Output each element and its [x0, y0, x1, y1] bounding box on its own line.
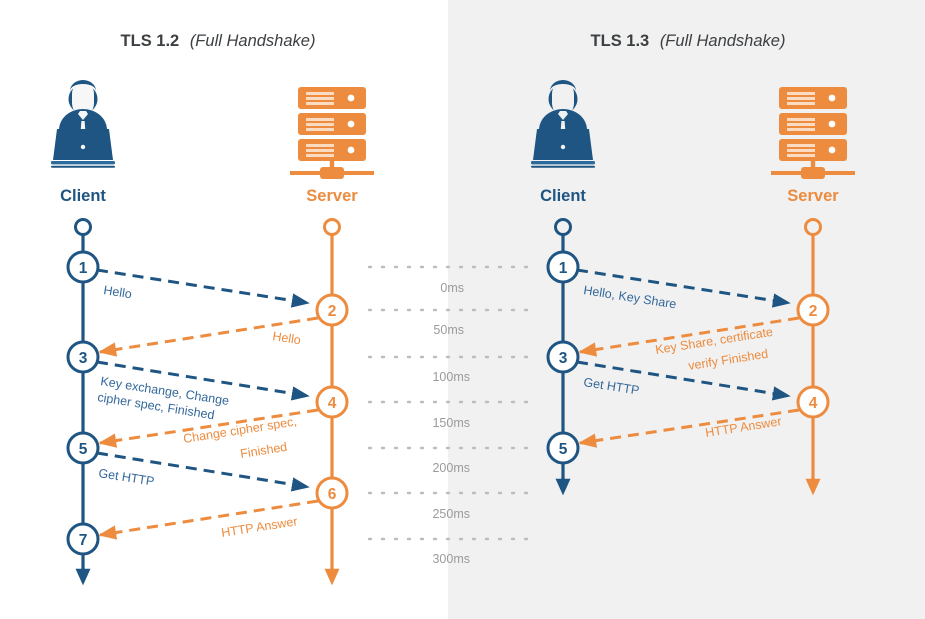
tls12-title-bold: TLS 1.2	[121, 32, 180, 50]
time-tick-0: 0ms	[440, 281, 464, 295]
time-tick-50: 50ms	[433, 323, 464, 337]
time-tick-200: 200ms	[432, 461, 470, 475]
tls13-step-label-1: 1	[559, 260, 568, 277]
tls12-message-http-answer: HTTP Answer	[98, 499, 319, 540]
tls13-step-node-1: 1	[546, 250, 580, 284]
tls12-server-icon	[290, 87, 374, 179]
tls12-label-hello-response: Hello	[272, 329, 302, 347]
tls12-step-node-6: 6	[315, 476, 349, 510]
time-tick-250: 250ms	[432, 507, 470, 521]
tls13-step-label-2: 2	[809, 303, 818, 320]
tls12-title-italic: (Full Handshake)	[190, 32, 316, 50]
tls12-client-lifeline	[74, 218, 92, 586]
tls13-panel-title: TLS 1.3 (Full Handshake)	[591, 32, 786, 50]
tls12-label-http-answer: HTTP Answer	[220, 514, 298, 540]
tls12-message-hello-response: Hello	[98, 316, 319, 357]
tls13-client-steps: 1 3 5	[546, 250, 580, 465]
tls13-server-label: Server	[787, 187, 839, 205]
tls13-step-node-5: 5	[546, 431, 580, 465]
tls12-step-label-3: 3	[79, 350, 88, 367]
tls13-client-label: Client	[540, 187, 586, 205]
time-axis: 0ms 50ms 100ms 150ms 200ms 250ms 300ms	[367, 265, 531, 566]
tls12-message-key-exchange: Key exchange, Change cipher spec, Finish…	[97, 360, 310, 422]
tls13-server-lifeline	[804, 218, 822, 496]
tls13-title-italic: (Full Handshake)	[660, 32, 786, 50]
tls13-step-label-3: 3	[559, 350, 568, 367]
tls12-label-get-http: Get HTTP	[98, 466, 156, 489]
tls12-message-get-http: Get HTTP	[96, 451, 310, 492]
tls12-step-label-2: 2	[328, 303, 337, 320]
tls12-step-node-4: 4	[315, 385, 349, 419]
tls13-panel-background	[448, 0, 925, 619]
tls13-client-icon	[531, 80, 595, 168]
tls12-step-node-3: 3	[66, 340, 100, 374]
tls12-step-node-7: 7	[66, 522, 100, 556]
time-tick-100: 100ms	[432, 370, 470, 384]
tls12-panel-title: TLS 1.2 (Full Handshake)	[121, 32, 316, 50]
tls13-step-label-4: 4	[809, 395, 818, 412]
tls12-message-hello-request: Hello	[96, 268, 310, 308]
tls12-step-label-6: 6	[328, 486, 337, 503]
tls13-server-steps: 2 4	[796, 293, 830, 419]
tls12-step-label-4: 4	[328, 395, 337, 412]
tls13-step-node-3: 3	[546, 340, 580, 374]
tls12-client-label: Client	[60, 187, 106, 205]
tls12-step-node-1: 1	[66, 250, 100, 284]
tls12-label-change-cipher-line2: Finished	[239, 440, 288, 461]
tls13-title-bold: TLS 1.3	[591, 32, 650, 50]
time-tick-150: 150ms	[432, 416, 470, 430]
tls13-step-node-4: 4	[796, 385, 830, 419]
tls13-step-node-2: 2	[796, 293, 830, 327]
tls12-step-node-5: 5	[66, 431, 100, 465]
tls12-step-label-5: 5	[79, 441, 88, 458]
tls13-server-icon	[771, 87, 855, 179]
tls12-label-hello-request: Hello	[103, 283, 133, 301]
time-tick-300: 300ms	[432, 552, 470, 566]
tls12-step-label-7: 7	[79, 532, 88, 549]
tls12-server-label: Server	[306, 187, 358, 205]
tls12-step-node-2: 2	[315, 293, 349, 327]
tls12-client-icon	[51, 80, 115, 168]
tls12-client-steps: 1 3 5 7	[66, 250, 100, 556]
tls13-step-label-5: 5	[559, 441, 568, 458]
tls12-server-steps: 2 4 6	[315, 293, 349, 510]
tls12-step-label-1: 1	[79, 260, 88, 277]
